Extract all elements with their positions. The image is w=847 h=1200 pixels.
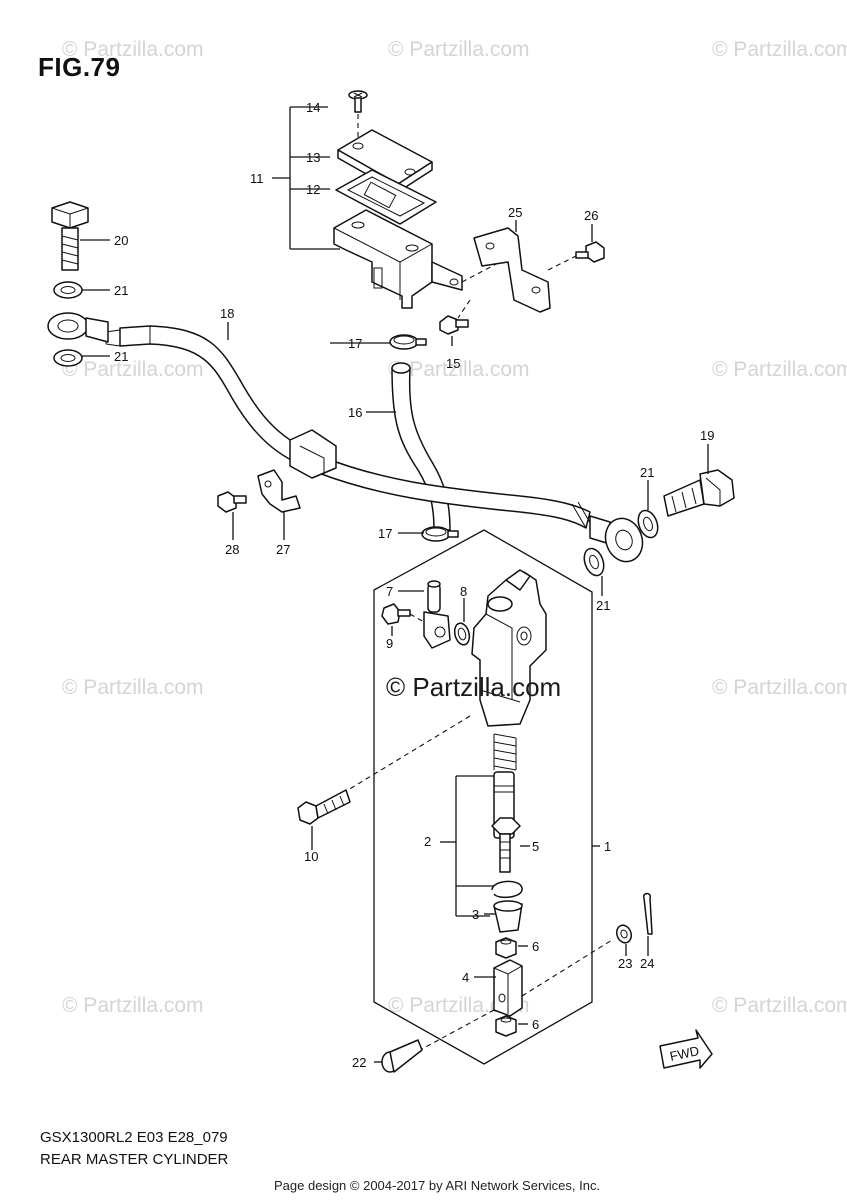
piston-boot <box>493 900 523 933</box>
sealing-washer <box>637 509 659 539</box>
pin-washer <box>615 924 633 944</box>
reservoir-hose <box>391 362 451 531</box>
callout-6: 6 <box>532 939 539 954</box>
callout-20: 20 <box>114 233 128 248</box>
callout-17: 17 <box>378 526 392 541</box>
callout-17: 17 <box>348 336 362 351</box>
rod-clevis <box>419 939 613 1051</box>
callout-3: 3 <box>472 907 479 922</box>
master-cylinder-body <box>347 569 547 791</box>
callout-16: 16 <box>348 405 362 420</box>
hose-clamp-bracket <box>257 469 301 513</box>
mounting-bracket <box>473 227 551 313</box>
o-ring <box>453 622 471 646</box>
model-code: GSX1300RL2 E03 E28_079 <box>40 1129 228 1146</box>
callout-12: 12 <box>306 182 320 197</box>
piston-kit-bracket <box>440 775 494 917</box>
watermark: © Partzilla.com <box>62 358 204 381</box>
callout-28: 28 <box>225 542 239 557</box>
lock-nut-upper <box>495 937 528 959</box>
union-bolt-upper <box>51 201 89 271</box>
callout-14: 14 <box>306 100 320 115</box>
hose-clamp-upper <box>389 334 427 350</box>
callout-27: 27 <box>276 542 290 557</box>
callout-24: 24 <box>640 956 654 971</box>
callout-2: 2 <box>424 834 431 849</box>
reservoir-group-bracket <box>272 106 340 250</box>
joint-screw <box>381 603 425 625</box>
watermark: © Partzilla.com <box>712 358 847 381</box>
callout-22: 22 <box>352 1055 366 1070</box>
callout-10: 10 <box>304 849 318 864</box>
callout-15: 15 <box>446 356 460 371</box>
callout-labels: 1 2 3 4 5 6 6 7 8 9 10 11 12 13 14 15 16… <box>114 100 714 1070</box>
callout-13: 13 <box>306 150 320 165</box>
snap-ring <box>491 880 523 899</box>
callout-21: 21 <box>640 465 654 480</box>
assembly-name: REAR MASTER CYLINDER <box>40 1151 229 1168</box>
pivot-bolt <box>297 789 351 825</box>
lock-nut-lower <box>495 1015 528 1037</box>
banjo-fitting-left <box>47 312 109 343</box>
callout-18: 18 <box>220 306 234 321</box>
callout-7: 7 <box>386 584 393 599</box>
callout-4: 4 <box>462 970 469 985</box>
reservoir-screw <box>348 90 368 140</box>
clamp-bracket-bolt <box>217 491 247 513</box>
reservoir-diaphragm <box>335 169 437 225</box>
watermark: © Partzilla.com <box>62 676 204 699</box>
callout-19: 19 <box>700 428 714 443</box>
hose-clamp-lower <box>421 526 459 542</box>
watermark-center: © Partzilla.com <box>386 672 562 702</box>
callout-leaders <box>80 220 709 1063</box>
reservoir-body <box>333 209 501 319</box>
callout-1: 1 <box>604 839 611 854</box>
banjo-fitting-right <box>589 515 644 563</box>
sealing-washer <box>53 281 83 299</box>
cotter-pin <box>643 892 653 935</box>
bracket-bolt <box>547 241 605 271</box>
callout-11: 11 <box>250 171 264 186</box>
watermark: © Partzilla.com <box>712 38 847 61</box>
callout-21: 21 <box>596 598 610 613</box>
callout-26: 26 <box>584 208 598 223</box>
union-bolt-lower <box>663 469 735 517</box>
watermark: © Partzilla.com <box>388 358 530 381</box>
sealing-washer <box>53 349 83 367</box>
push-rod <box>491 817 530 873</box>
fwd-label: FWD <box>668 1043 700 1064</box>
watermark: © Partzilla.com <box>388 38 530 61</box>
hose-joint <box>423 580 451 649</box>
sealing-washer <box>583 547 605 577</box>
watermark: © Partzilla.com <box>62 994 204 1017</box>
hose-guide <box>289 429 337 479</box>
callout-6: 6 <box>532 1017 539 1032</box>
callout-9: 9 <box>386 636 393 651</box>
callout-25: 25 <box>508 205 522 220</box>
watermark: © Partzilla.com <box>62 38 204 61</box>
callout-23: 23 <box>618 956 632 971</box>
master-cylinder-kit-frame <box>373 529 600 1065</box>
callout-21: 21 <box>114 349 128 364</box>
brake-hose <box>105 325 593 529</box>
forward-arrow-icon: FWD <box>659 1029 713 1069</box>
figure-title: FIG.79 <box>38 52 121 82</box>
watermark: © Partzilla.com <box>712 676 847 699</box>
watermark: © Partzilla.com <box>712 994 847 1017</box>
callout-21: 21 <box>114 283 128 298</box>
reservoir-bolt <box>439 315 469 335</box>
clevis-pin <box>381 1039 423 1073</box>
callout-8: 8 <box>460 584 467 599</box>
piston-spring <box>493 733 517 771</box>
page-footer: Page design © 2004-2017 by ARI Network S… <box>274 1178 601 1193</box>
callout-5: 5 <box>532 839 539 854</box>
